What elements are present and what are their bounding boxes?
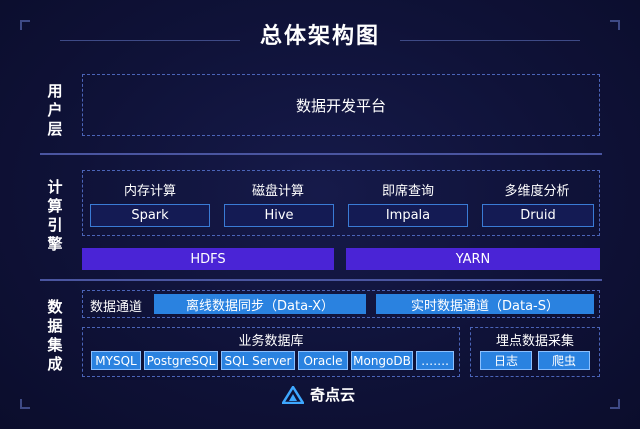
tracking-logs: 日志: [480, 351, 532, 370]
separator-user-compute: [40, 153, 602, 155]
engine-hive: Hive: [224, 204, 334, 227]
db-sqlserver: SQL Server: [221, 351, 295, 370]
diagram-title: 总体架构图: [259, 24, 380, 49]
user-layer-box: 数据开发平台: [82, 74, 600, 136]
db-more: …….: [416, 351, 454, 370]
compute-engines-box: [82, 170, 600, 236]
data-dev-platform-label: 数据开发平台: [295, 96, 386, 115]
engine-category-disk: 磁盘计算: [251, 184, 304, 199]
brand-logo: 奇点云: [282, 384, 355, 405]
data-channel-box: [82, 290, 600, 318]
db-oracle: Oracle: [298, 351, 348, 370]
engine-impala: Impala: [348, 204, 468, 227]
title-divider-left: [60, 40, 240, 41]
tracking-crawler: 爬虫: [538, 351, 590, 370]
channel-offline-sync: 离线数据同步（Data-X）: [154, 294, 366, 314]
frame-corner-top-left: [20, 20, 30, 30]
storage-hdfs: HDFS: [82, 248, 334, 270]
frame-corner-bottom-left: [20, 399, 30, 409]
brand-logo-text: 奇点云: [310, 386, 356, 404]
engine-category-adhoc: 即席查询: [381, 184, 434, 199]
frame-corner-top-right: [610, 20, 620, 30]
storage-yarn: YARN: [346, 248, 600, 270]
logo-mountain-icon: [282, 385, 304, 404]
engine-category-memory: 内存计算: [123, 184, 176, 199]
title-divider-right: [400, 40, 580, 41]
engine-category-olap: 多维度分析: [504, 184, 570, 199]
db-mongodb: MongoDB: [351, 351, 413, 370]
business-db-title: 业务数据库: [238, 334, 304, 349]
separator-compute-integration: [40, 279, 602, 281]
compute-layer-label: 计算引擎: [47, 178, 63, 253]
user-layer-label: 用户层: [47, 82, 63, 138]
engine-druid: Druid: [482, 204, 594, 227]
tracking-box: [470, 327, 600, 377]
data-channel-label: 数据通道: [90, 300, 143, 315]
engine-spark: Spark: [90, 204, 210, 227]
business-db-box: [82, 327, 460, 377]
integration-layer-label: 数据集成: [47, 298, 63, 373]
channel-realtime: 实时数据通道（Data-S）: [376, 294, 594, 314]
tracking-title: 埋点数据采集: [495, 334, 574, 349]
frame-corner-bottom-right: [610, 399, 620, 409]
db-postgresql: PostgreSQL: [144, 351, 218, 370]
db-mysql: MYSQL: [91, 351, 141, 370]
